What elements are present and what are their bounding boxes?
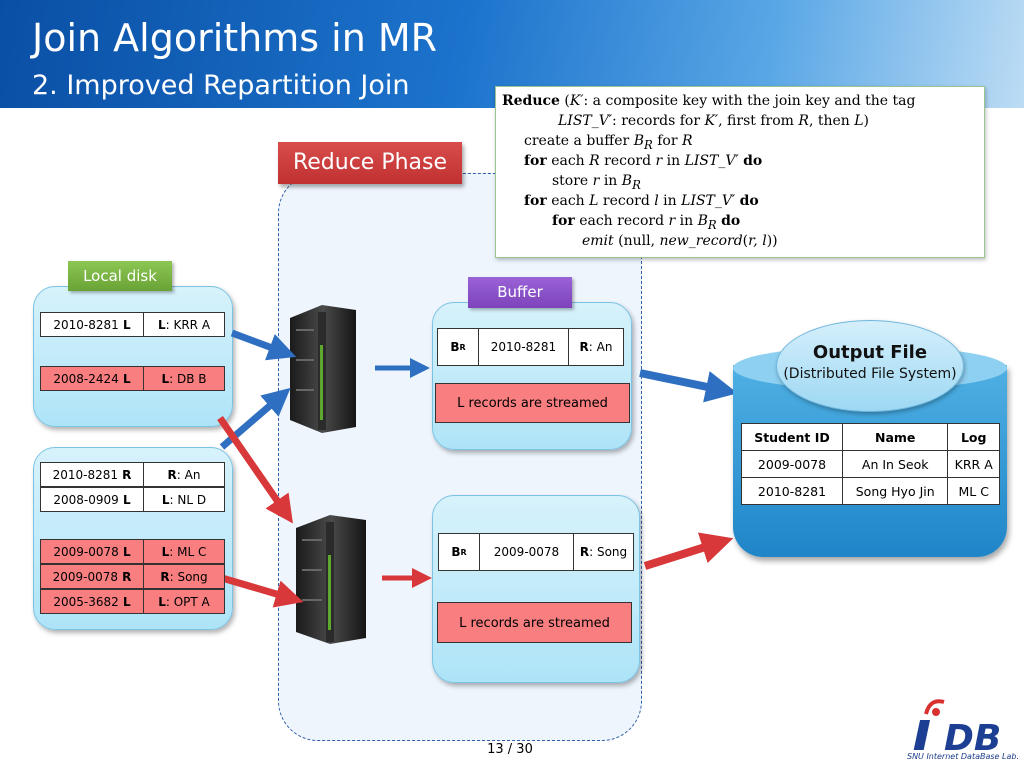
- output-table-cell: 2010-8281: [741, 477, 843, 505]
- disk-record-key: 2008-2424 L: [53, 371, 131, 386]
- server-icon-top: [290, 305, 356, 433]
- local-disk-label: Local disk: [68, 261, 172, 291]
- disk-record: 2005-3682 L L: OPT A: [40, 589, 225, 614]
- output-table-cell: KRR A: [947, 450, 1000, 478]
- stream-note-bottom: L records are streamed: [437, 602, 632, 643]
- disk-record: 2008-0909 L L: NL D: [40, 487, 225, 512]
- disk-record-value: L: DB B: [143, 367, 224, 390]
- disk-record-value: R: Song: [143, 565, 224, 588]
- disk-record-value: L: KRR A: [143, 313, 224, 336]
- buffer-key-cell: 2009-0078: [479, 534, 573, 570]
- buffer-panel-bottom: [432, 495, 640, 683]
- reduce-pseudocode: Reduce (K′: a composite key with the joi…: [495, 86, 985, 258]
- code-line-8: emit (null, new_record(r, l)): [582, 233, 778, 249]
- buffer-panel-top: [432, 302, 632, 450]
- stream-note-top: L records are streamed: [435, 383, 630, 423]
- logo-caption: SNU Internet DataBase Lab.: [906, 752, 1019, 761]
- disk-record: 2008-2424 L L: DB B: [40, 366, 225, 391]
- output-table-cell: An In Seok: [841, 450, 949, 478]
- arrow-buffer-top-to-output: [639, 369, 738, 403]
- buffer-label: Buffer: [468, 277, 572, 308]
- arrow-disk2-to-server-bottom: [221, 574, 304, 608]
- code-line-7: for each record r in BR do: [552, 213, 741, 232]
- output-table-header: Log: [947, 423, 1000, 451]
- output-file-badge: [776, 320, 964, 412]
- disk-record-key: 2009-0078 L: [53, 544, 131, 559]
- output-table-header: Student ID: [741, 423, 843, 451]
- page-number: 13 / 30: [487, 742, 533, 757]
- buffer-key-cell: 2010-8281: [478, 329, 568, 365]
- logo-mark: DB: [944, 718, 1001, 759]
- slide-subtitle: 2. Improved Repartition Join: [32, 70, 410, 101]
- server-icon-bottom: [296, 515, 366, 644]
- buffer-value-cell: R: Song: [573, 534, 633, 570]
- slide-title: Join Algorithms in MR: [32, 16, 438, 60]
- idb-logo: DB: [913, 699, 1001, 759]
- disk-record: 2009-0078 R R: Song: [40, 564, 225, 589]
- local-disk-panel-1: [33, 286, 233, 427]
- output-table-cell: 2009-0078: [741, 450, 843, 478]
- buffer-value-cell: R: An: [568, 329, 623, 365]
- disk-record: 2010-8281 R R: An: [40, 462, 225, 487]
- output-file-subtitle: (Distributed File System): [783, 366, 957, 382]
- code-line-4: for each R record r in LIST_V′ do: [524, 153, 763, 169]
- arrow-buffer-bottom-to-output: [643, 532, 734, 570]
- disk-record: 2010-8281 L L: KRR A: [40, 312, 225, 337]
- disk-record-value: L: OPT A: [143, 590, 224, 613]
- disk-record-key: 2008-0909 L: [53, 492, 131, 507]
- code-line-5: store r in BR: [552, 173, 641, 192]
- output-file-title: Output File: [812, 342, 928, 363]
- output-table-header: Name: [841, 423, 949, 451]
- arrow-disk1-to-server-bottom: [217, 416, 293, 524]
- code-line-3: create a buffer BR for R: [524, 133, 693, 152]
- code-line-1: Reduce (K′: a composite key with the joi…: [502, 93, 916, 109]
- code-line-6: for each L record l in LIST_V′ do: [524, 193, 759, 209]
- disk-record-key: 2010-8281 R: [52, 467, 132, 482]
- arrow-disk1-to-server: [230, 329, 297, 361]
- output-table-cell: ML C: [947, 477, 1000, 505]
- reduce-phase-label: Reduce Phase: [278, 142, 462, 184]
- disk-record-key: 2010-8281 L: [53, 317, 131, 332]
- code-line-2: LIST_V′: records for K′, first from R, t…: [558, 113, 869, 129]
- disk-record-value: R: An: [143, 463, 224, 486]
- disk-record-value: L: NL D: [143, 488, 224, 511]
- disk-record-key: 2009-0078 R: [52, 569, 132, 584]
- output-table-cell: Song Hyo Jin: [841, 477, 949, 505]
- disk-record-key: 2005-3682 L: [53, 594, 131, 609]
- disk-record: 2009-0078 L L: ML C: [40, 539, 225, 564]
- disk-record-value: L: ML C: [143, 540, 224, 563]
